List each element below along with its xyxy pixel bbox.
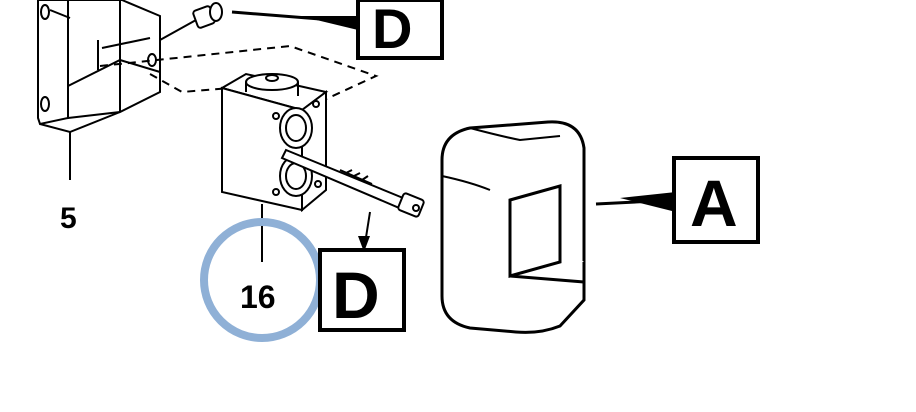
callout-letter-d-bottom: D xyxy=(332,258,380,332)
insulation-sleeve xyxy=(440,120,586,334)
expansion-valve-block xyxy=(219,72,329,213)
callout-box-d-bottom: D xyxy=(318,248,406,332)
callout-box-d-top: D xyxy=(356,0,444,60)
long-bolt xyxy=(280,148,425,218)
callout-letter-a: A xyxy=(690,166,738,240)
screw-top xyxy=(159,2,223,41)
mounting-outline xyxy=(99,44,379,101)
callout-letter-d-top: D xyxy=(372,0,412,60)
mounting-bracket xyxy=(37,0,161,134)
callout-box-a: A xyxy=(672,156,760,244)
part-number-16: 16 xyxy=(240,279,276,315)
part-number-5: 5 xyxy=(60,202,77,235)
